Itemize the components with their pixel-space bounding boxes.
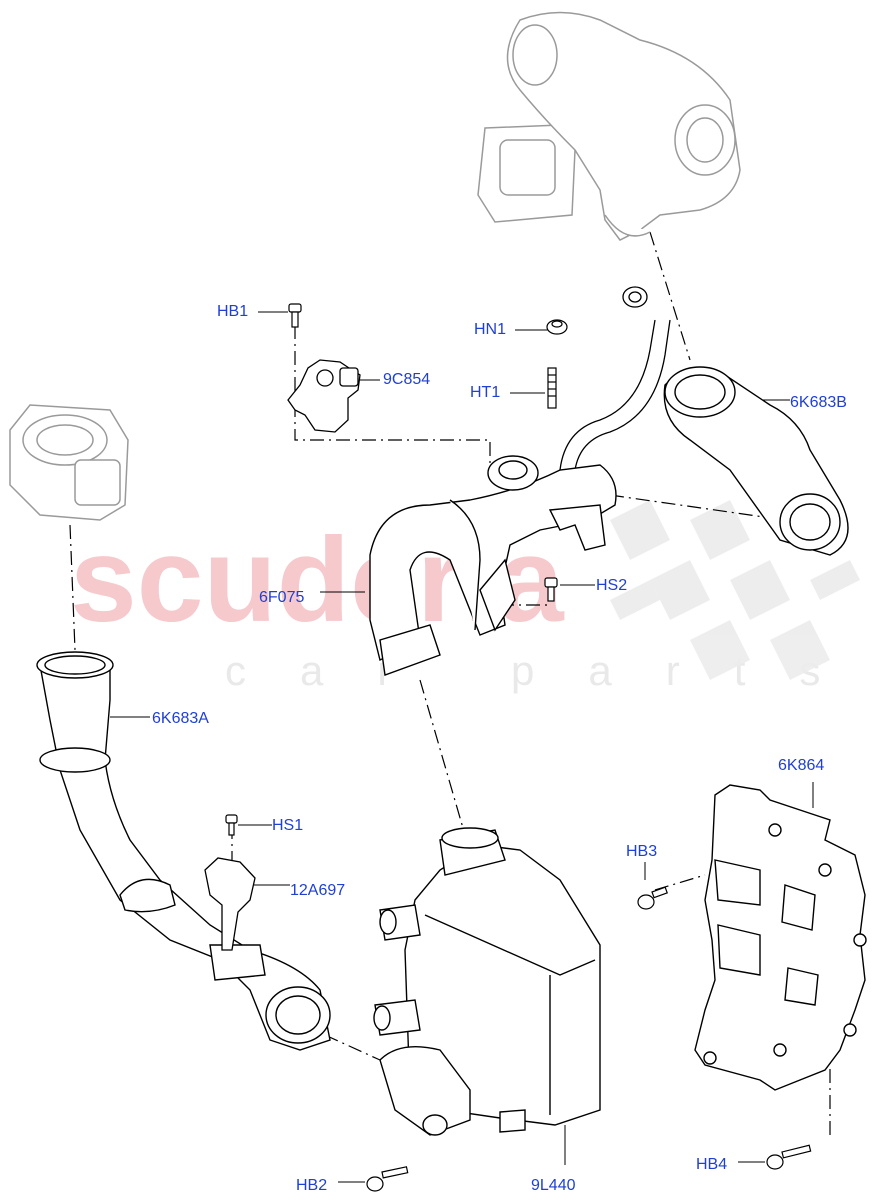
throttle-body-ghost — [9, 404, 129, 521]
callout-hb4[interactable]: HB4 — [696, 1156, 728, 1173]
nut-hn1 — [546, 319, 568, 335]
part-6k864 — [694, 784, 867, 1091]
callout-hb3[interactable]: HB3 — [626, 843, 658, 860]
callout-ht1[interactable]: HT1 — [470, 384, 501, 401]
line-hb1-to-9c854 — [294, 325, 491, 470]
part-12a697 — [204, 857, 256, 951]
bolt-hb1 — [288, 303, 302, 328]
callout-9c854[interactable]: 9C854 — [383, 371, 431, 388]
turbocharger-ghost — [477, 11, 741, 241]
part-6k683b — [663, 366, 849, 556]
callout-6f075[interactable]: 6F075 — [259, 589, 305, 606]
line-6k683a-to-9l440 — [324, 1034, 381, 1061]
callout-12a697[interactable]: 12A697 — [290, 882, 346, 899]
bolt-hs2 — [544, 577, 558, 602]
callout-6k683a[interactable]: 6K683A — [152, 710, 209, 727]
part-6k683a — [36, 651, 331, 1051]
bolt-hb3 — [637, 886, 668, 910]
callout-hn1[interactable]: HN1 — [474, 321, 507, 338]
part-9c854 — [287, 359, 361, 433]
breather-pipe — [559, 286, 671, 471]
line-turbo-to-6k683b — [649, 231, 691, 361]
line-throttle-to-6k683a — [69, 524, 76, 651]
callout-6k683b[interactable]: 6K683B — [790, 394, 847, 411]
callout-hs2[interactable]: HS2 — [596, 577, 628, 594]
leader-lines — [110, 311, 814, 1183]
checkered-flag-watermark — [610, 500, 860, 680]
callout-9l440[interactable]: 9L440 — [531, 1177, 576, 1194]
line-6f075-to-6k683b — [609, 494, 786, 521]
bolt-hs1 — [225, 814, 238, 836]
callout-hb2[interactable]: HB2 — [296, 1177, 328, 1194]
line-6f075-to-9l440 — [419, 679, 466, 836]
bolt-hb2 — [366, 1166, 409, 1192]
callout-6k864[interactable]: 6K864 — [778, 757, 825, 774]
callout-hb1[interactable]: HB1 — [217, 303, 249, 320]
stud-ht1 — [547, 367, 557, 409]
bolt-hb4 — [766, 1144, 812, 1170]
callout-hs1[interactable]: HS1 — [272, 817, 304, 834]
part-9l440 — [373, 827, 601, 1136]
part-6f075 — [369, 455, 617, 676]
